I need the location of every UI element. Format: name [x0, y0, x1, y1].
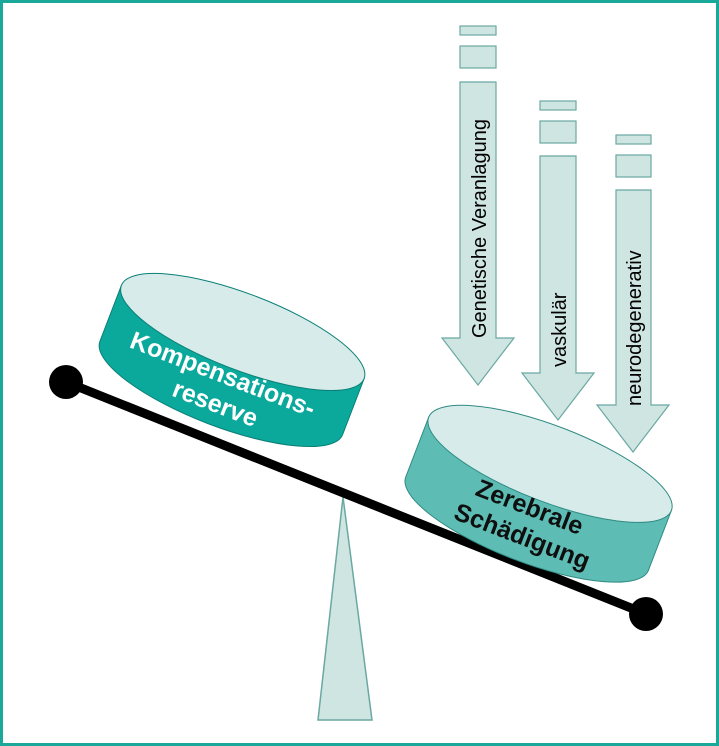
balance-beam [61, 377, 651, 619]
arrow-genetic-label: Genetische Veranlagung [469, 119, 491, 338]
left-weight-cylinder [98, 272, 366, 448]
arrow-neurodegenerative [595, 134, 671, 453]
fulcrum-triangle [317, 496, 373, 721]
arrow-vascular [520, 100, 596, 421]
arrow-neurodegenerative-label: neurodegenerativ [624, 250, 646, 406]
beam-end-left [49, 365, 83, 399]
arrow-vascular-label: vaskulär [549, 292, 571, 367]
arrow-genetic [440, 25, 516, 386]
beam-end-right [629, 597, 663, 631]
right-weight-cylinder [404, 404, 673, 583]
